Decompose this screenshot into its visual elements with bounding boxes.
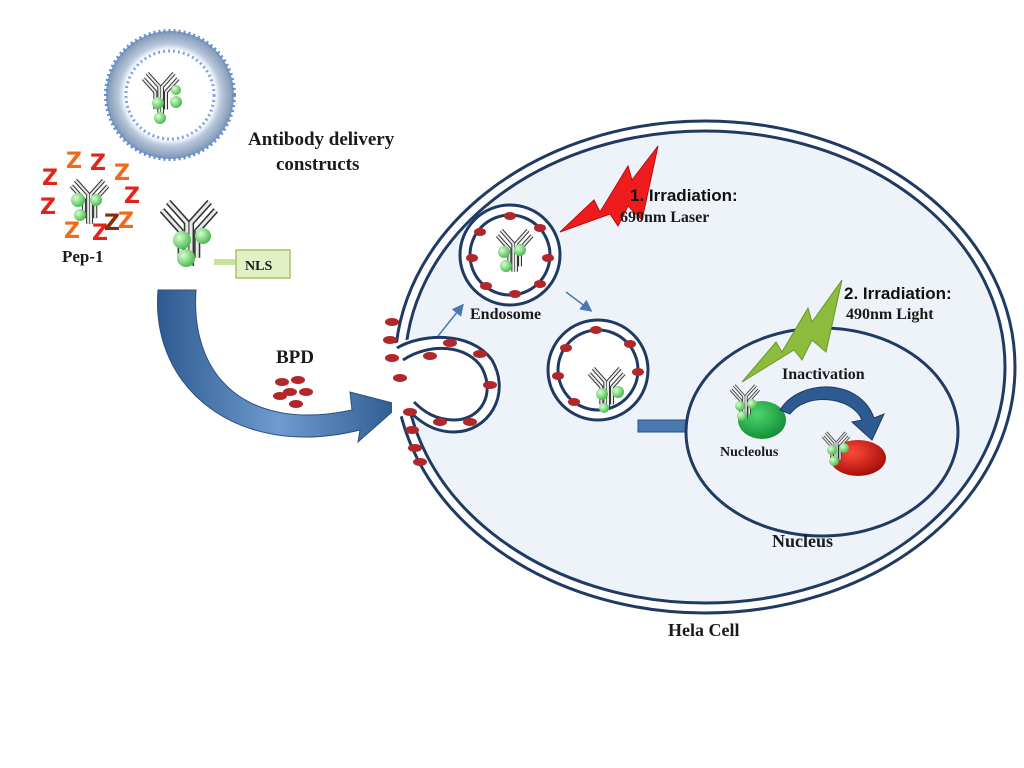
antibody-inactivated-icon bbox=[822, 430, 851, 466]
svg-text:Z: Z bbox=[42, 166, 58, 191]
svg-text:Z: Z bbox=[40, 195, 56, 220]
endosome-transition-arrow bbox=[565, 291, 593, 312]
cell-label: Hela Cell bbox=[668, 620, 739, 640]
nucleolus-label: Nucleolus bbox=[720, 445, 779, 460]
svg-text:Z: Z bbox=[118, 209, 134, 234]
pep1-label: Pep-1 bbox=[62, 247, 104, 266]
light-bolt-icon bbox=[741, 279, 843, 383]
irradiation2-title: 2. Irradiation: bbox=[844, 284, 952, 303]
svg-text:Z: Z bbox=[124, 184, 140, 209]
antibody-icon bbox=[730, 383, 761, 421]
irradiation2-subtitle: 490nm Light bbox=[846, 306, 934, 323]
endosome-2 bbox=[546, 318, 650, 422]
irradiation1-subtitle: 690nm Laser bbox=[620, 209, 709, 226]
membrane-bpd-dots bbox=[383, 318, 497, 466]
svg-text:Z: Z bbox=[66, 149, 82, 174]
endocytosis-arrow bbox=[437, 303, 464, 337]
endosome-1 bbox=[458, 203, 562, 307]
lightning-bolt-icon bbox=[559, 145, 659, 233]
bpd-label: BPD bbox=[276, 347, 314, 368]
svg-text:Z: Z bbox=[114, 161, 130, 186]
nucleus-label: Nucleus bbox=[772, 531, 833, 551]
svg-text:Z: Z bbox=[90, 151, 106, 176]
pep1-peptide-icon: Z Z Z Z Z Z Z Z Z Z bbox=[40, 149, 140, 246]
endosome-label: Endosome bbox=[470, 306, 541, 323]
bpd-molecules bbox=[273, 376, 313, 408]
curved-arrow-icon bbox=[157, 289, 402, 444]
nls-label: NLS bbox=[245, 259, 272, 274]
svg-text:Z: Z bbox=[104, 211, 120, 236]
inactivation-arrow bbox=[779, 386, 885, 441]
nls-box bbox=[235, 249, 291, 279]
antibody-nls-icon bbox=[162, 202, 236, 267]
nucleus bbox=[684, 326, 960, 538]
svg-text:Z: Z bbox=[64, 219, 80, 244]
liposome-icon bbox=[104, 29, 236, 161]
inactivation-label: Inactivation bbox=[782, 366, 865, 383]
constructs-title-line1: Antibody delivery bbox=[248, 129, 395, 150]
svg-text:Z: Z bbox=[92, 221, 108, 246]
irradiation1-title: 1. Irradiation: bbox=[630, 186, 738, 205]
constructs-title-line2: constructs bbox=[276, 154, 359, 175]
